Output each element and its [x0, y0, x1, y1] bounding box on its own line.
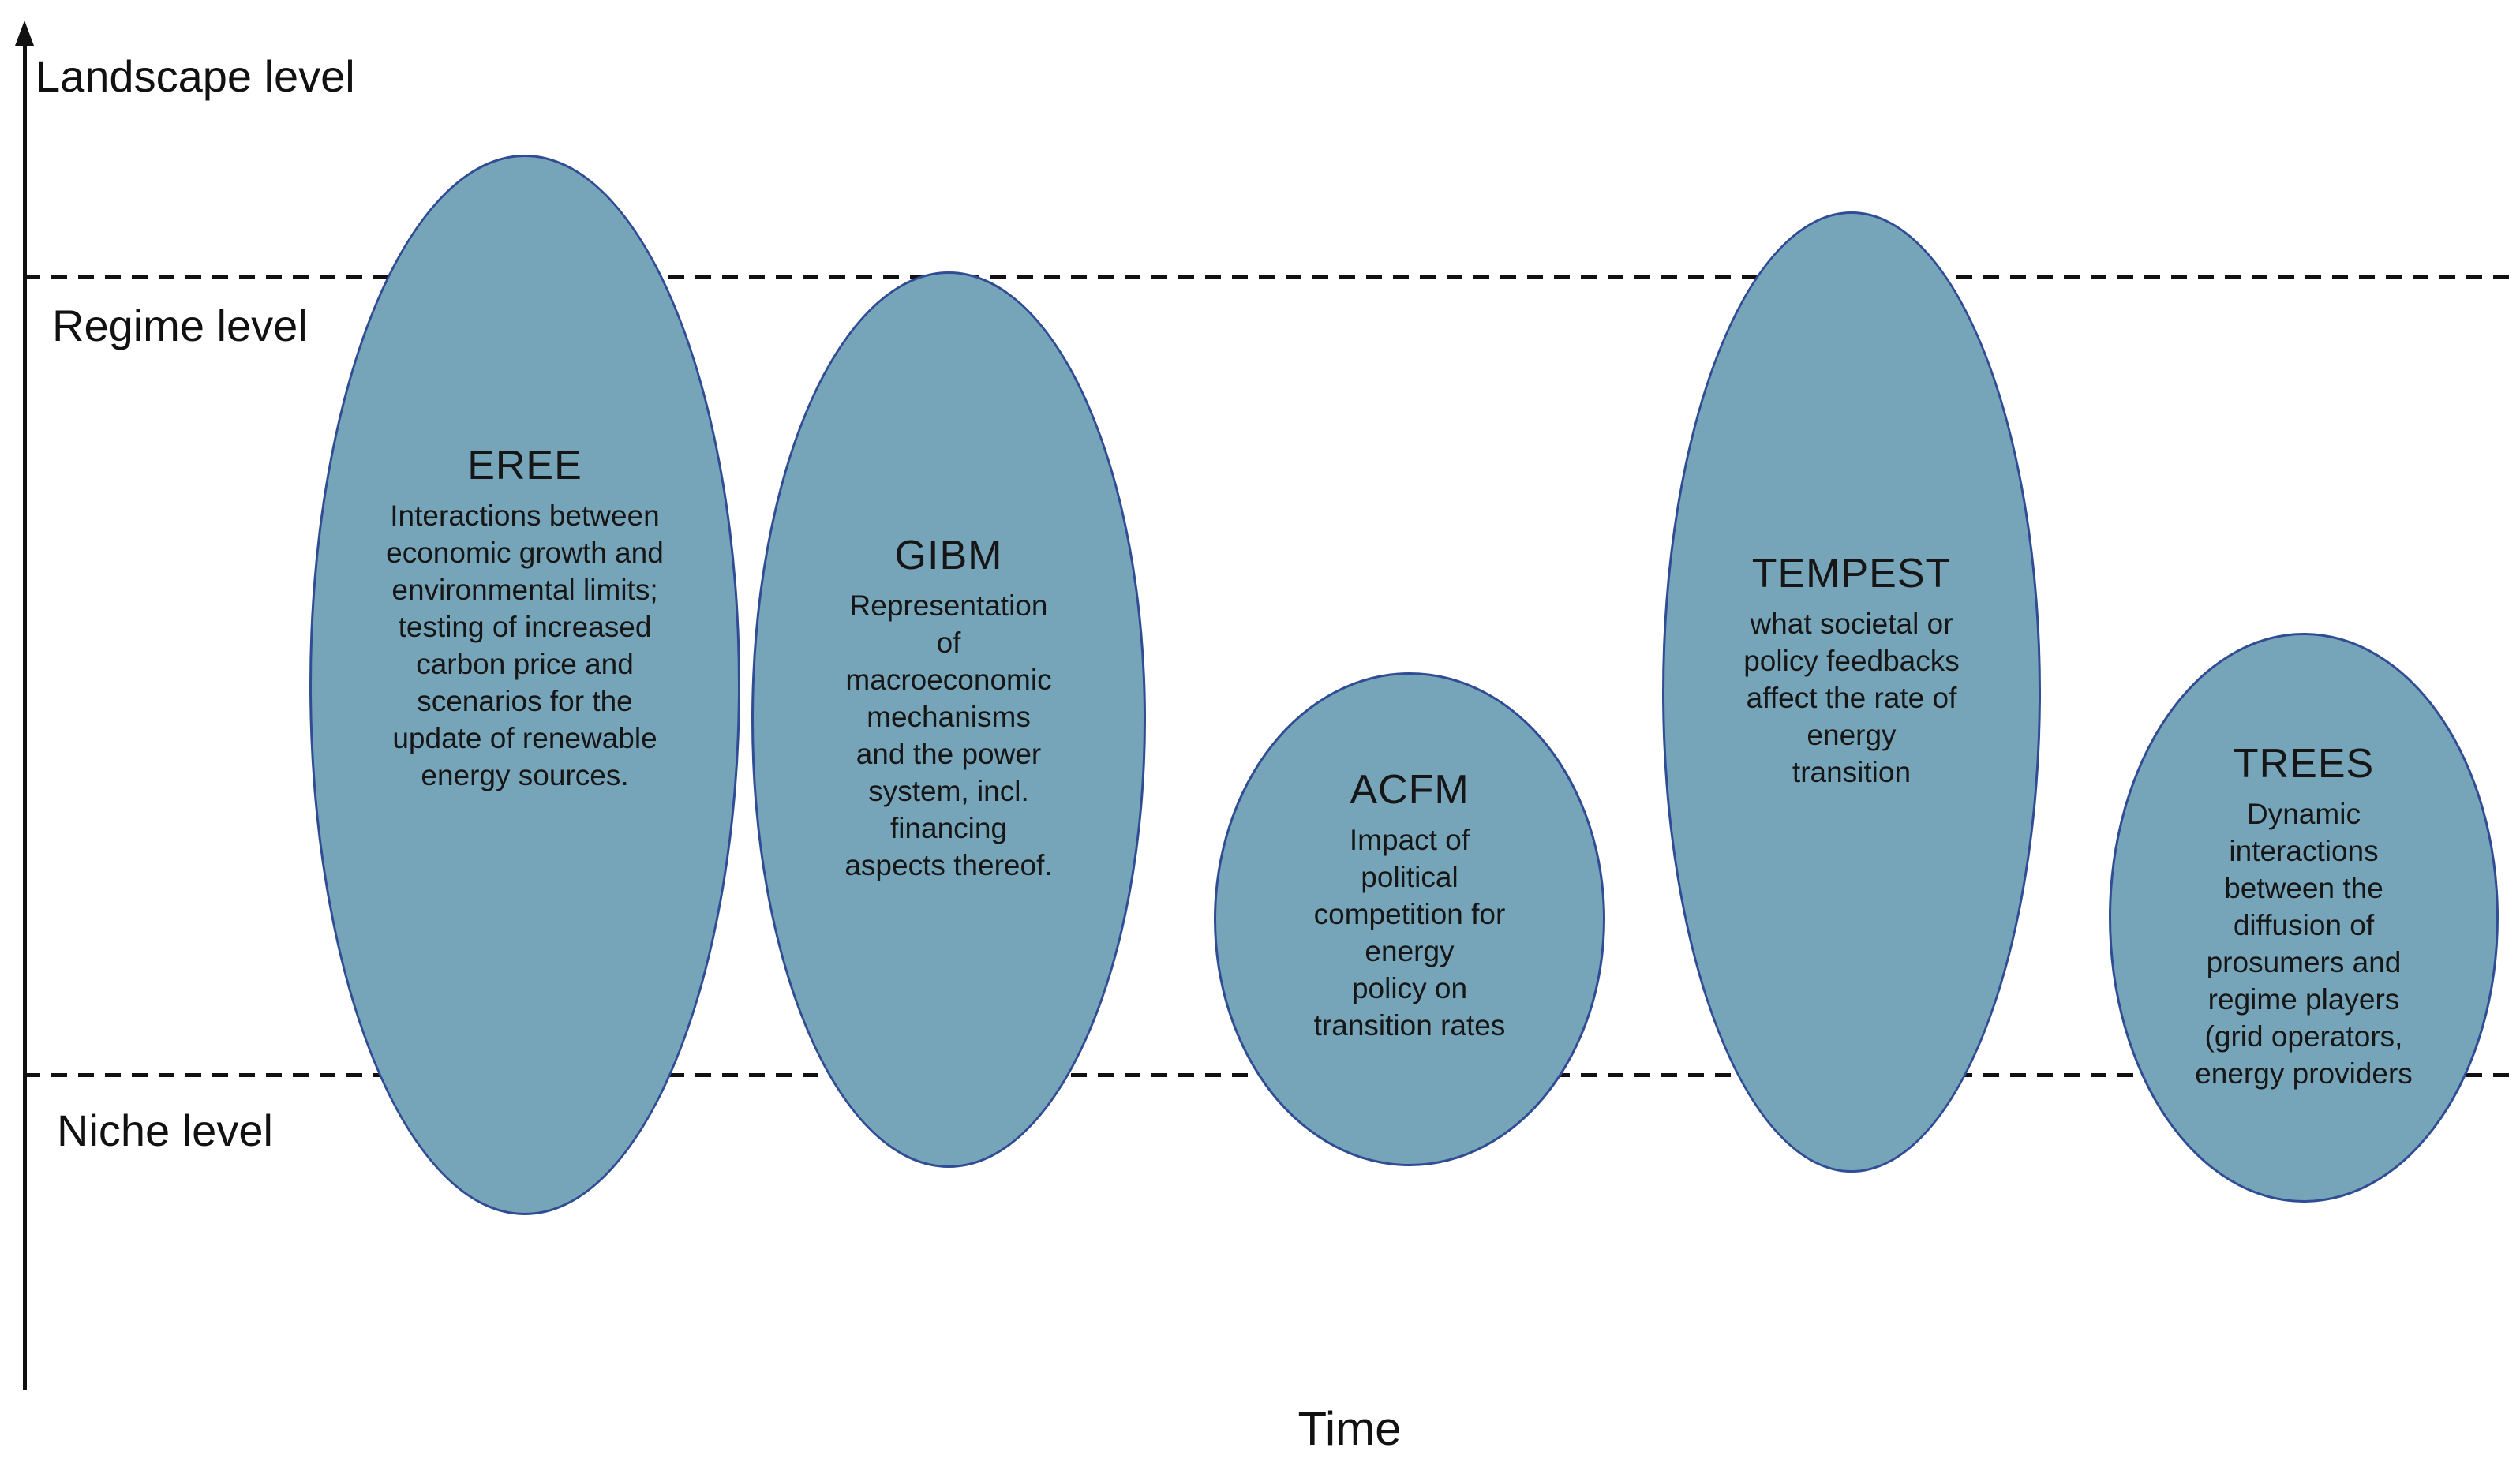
model-ellipse-tempest: TEMPEST what societal or policy feedback… — [1662, 211, 2041, 1173]
model-title: TEMPEST — [1751, 550, 1952, 597]
model-text-block: ACFM Impact of political competition for… — [1267, 766, 1552, 1044]
model-description: what societal or policy feedbacks affect… — [1743, 607, 1960, 788]
model-title: TREES — [2233, 741, 2375, 787]
time-axis-label: Time — [1297, 1402, 1402, 1455]
model-description: Impact of political competition for ener… — [1313, 824, 1506, 1042]
model-description: Representation of macroeconomic mechanis… — [844, 589, 1053, 881]
landscape-regime-boundary-line — [24, 275, 2511, 279]
landscape-level-label: Landscape level — [36, 51, 355, 101]
model-title: EREE — [467, 443, 582, 488]
model-ellipse-trees: TREES Dynamic interactions between the d… — [2109, 633, 2499, 1203]
model-description: Dynamic interactions between the diffusi… — [2195, 798, 2413, 1090]
model-ellipse-gibm: GIBM Representation of macroeconomic mec… — [751, 271, 1146, 1168]
model-text-block: TEMPEST what societal or policy feedback… — [1686, 550, 2017, 791]
model-title: GIBM — [894, 533, 1003, 578]
model-ellipse-acfm: ACFM Impact of political competition for… — [1214, 672, 1605, 1166]
model-ellipse-eree: EREE Interactions between economic growt… — [309, 155, 740, 1215]
model-text-block: TREES Dynamic interactions between the d… — [2154, 740, 2454, 1092]
model-text-block: EREE Interactions between economic growt… — [339, 442, 710, 794]
niche-level-label: Niche level — [57, 1106, 273, 1155]
y-axis-line — [23, 41, 27, 1390]
model-description: Interactions between economic growth and… — [386, 499, 664, 791]
model-text-block: GIBM Representation of macroeconomic mec… — [807, 532, 1091, 884]
model-title: ACFM — [1350, 767, 1470, 813]
regime-level-label: Regime level — [52, 301, 308, 350]
